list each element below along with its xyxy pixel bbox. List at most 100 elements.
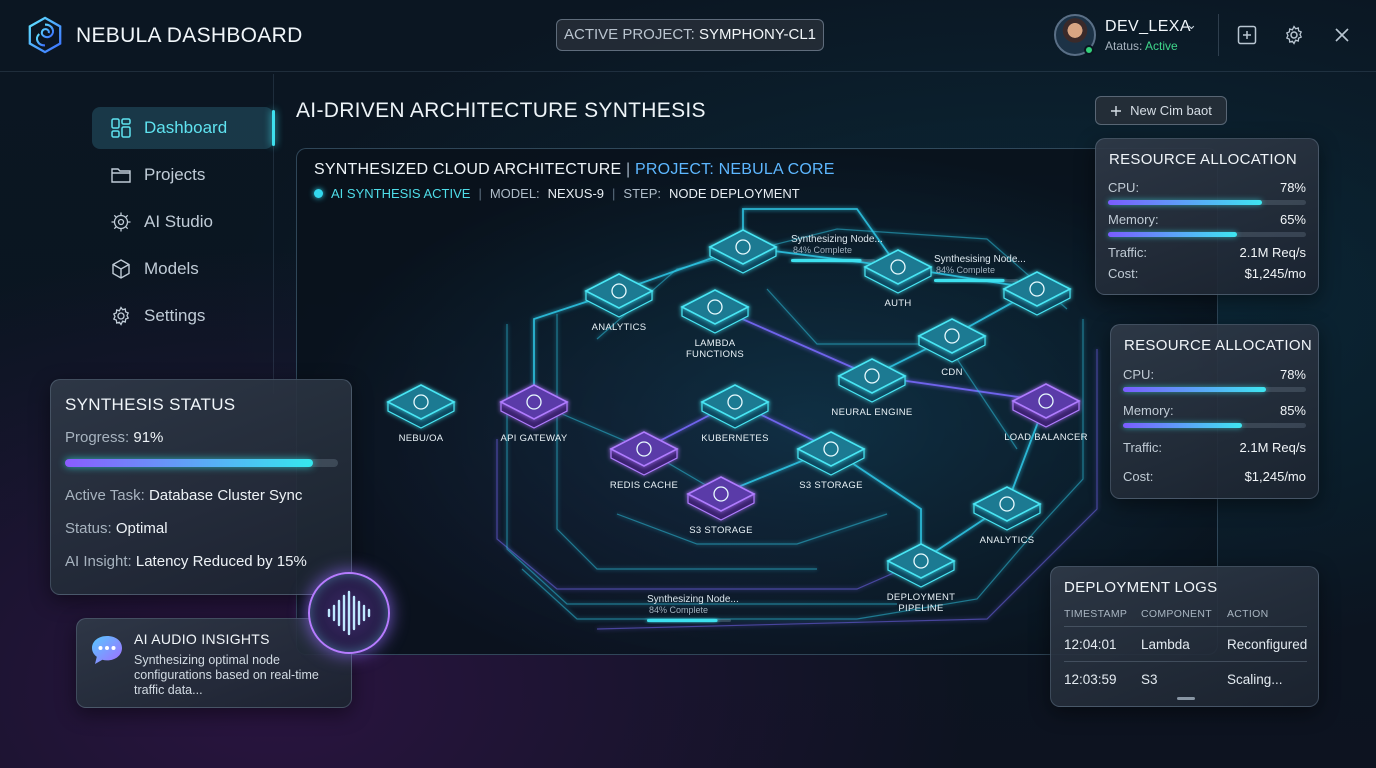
node-progress-tag: Synthesizing Node...84% Complete [791,234,883,262]
node-top[interactable] [708,229,778,274]
avatar[interactable] [1054,14,1096,56]
node-icon [823,441,839,457]
traffic-label: Traffic: [1108,245,1148,260]
node-label: ANALYTICS [980,535,1035,546]
progress-tag-subtitle: 84% Complete [649,605,708,615]
gear-icon[interactable] [1283,24,1305,46]
cube-icon [112,259,130,279]
step-label: STEP: [623,186,661,201]
dashboard-icon [111,118,131,138]
cpu-value: 78% [1279,180,1306,195]
new-button[interactable]: New Cim baot [1095,96,1227,125]
sidebar-item-ai-studio[interactable]: AI Studio [92,201,273,243]
voice-waveform-button[interactable] [308,572,390,654]
column-header-component: COMPONENT [1141,608,1212,620]
canvas-title: SYNTHESIZED CLOUD ARCHITECTURE [314,161,622,178]
cost-label: Cost: [1108,266,1139,281]
sidebar-item-models[interactable]: Models [92,248,273,290]
cpu-bar [1123,387,1306,392]
sidebar-item-label: Settings [144,306,206,325]
node-db[interactable] [1002,271,1072,316]
memory-label: Memory: [1123,403,1174,418]
resource-allocation-panel: RESOURCE ALLOCATION CPU: 78% Memory: 65%… [1095,138,1319,295]
progress-tag-fill [934,279,1005,282]
waveform-icon [327,590,371,636]
node-analytics2[interactable]: ANALYTICS [972,486,1042,546]
synthesis-status: AI SYNTHESIS ACTIVE [331,186,471,201]
close-icon[interactable] [1331,24,1353,46]
log-action: Scaling... [1227,672,1283,687]
log-timestamp: 12:03:59 [1064,672,1117,687]
memory-row: Memory: 85% [1123,403,1306,418]
resource-allocation-panel: RESOURCE ALLOCATION CPU: 78% Memory: 85%… [1110,324,1319,499]
node-label: CDN [941,367,962,378]
sidebar-divider [273,74,274,394]
node-nebuoa[interactable]: NEBU/OA [386,384,456,444]
connection-line [556,314,817,570]
log-component: Lambda [1141,637,1190,652]
app-title: NEBULA DASHBOARD [76,24,303,47]
node-label: KUBERNETES [701,433,768,444]
sidebar-item-settings[interactable]: Settings [92,295,273,337]
progress-tag-subtitle: 84% Complete [936,265,995,275]
connection-line [496,439,922,590]
progress-tag-title: Synthesizing Node... [791,234,883,245]
resize-handle[interactable] [1177,697,1195,700]
node-icon [944,328,960,344]
sidebar-item-projects[interactable]: Projects [92,154,273,196]
node-s3a[interactable]: S3 STORAGE [796,431,866,491]
node-kube[interactable]: KUBERNETES [700,384,770,444]
divider [1218,14,1219,56]
node-redis[interactable]: REDIS CACHE [609,431,679,491]
cost-row: Cost: $1,245/mo [1108,266,1306,281]
node-lb[interactable]: LOAD BALANCER [1004,383,1088,443]
new-button-label: New Cim baot [1130,103,1212,118]
traffic-row: Traffic: 2.1M Req/s [1123,440,1306,455]
node-neural[interactable]: NEURAL ENGINE [831,358,912,418]
chevron-down-icon[interactable]: ⌄ [1186,17,1197,32]
memory-row: Memory: 65% [1108,212,1306,227]
node-cdn[interactable]: CDN [917,318,987,378]
node-label: NEBU/OA [399,433,444,444]
progress-value: 91% [133,429,164,446]
username[interactable]: DEV_LEXA [1105,18,1191,35]
traffic-value: 2.1M Req/s [1239,440,1306,455]
user-status: Atatus: Active [1105,39,1178,53]
cpu-row: CPU: 78% [1108,180,1306,195]
user-status-label: Atatus: [1105,39,1143,53]
audio-insight-text: Synthesizing optimal node configurations… [134,653,319,697]
node-analytics1[interactable]: ANALYTICS [584,273,654,333]
task-label: Active Task: [65,487,145,504]
panel-title: AI AUDIO INSIGHTS [134,631,270,647]
cost-label: Cost: [1123,469,1154,484]
node-icon [611,283,627,299]
cpu-row: CPU: 78% [1123,367,1306,382]
node-s3b[interactable]: S3 STORAGE [686,476,756,536]
progress-tag-title: Synthesising Node... [934,254,1026,265]
insight-row: AI Insight: Latency Reduced by 15% [65,553,307,570]
node-auth[interactable]: AUTH [863,249,933,309]
memory-bar-fill [1108,232,1237,237]
canvas-separator: | [626,161,631,178]
cost-row: Cost: $1,245/mo [1123,469,1306,484]
traffic-row: Traffic: 2.1M Req/s [1108,245,1306,260]
node-label: REDIS CACHE [610,480,678,491]
deployment-logs-panel: DEPLOYMENT LOGS TIMESTAMP COMPONENT ACTI… [1050,566,1319,707]
add-window-icon[interactable] [1236,24,1258,46]
chat-bubble-icon [92,636,122,664]
sidebar-item-dashboard[interactable]: Dashboard [92,107,275,149]
progress-bar [65,459,338,467]
active-project-selector[interactable]: ACTIVE PROJECT: SYMPHONY-CL1 [556,19,824,51]
node-progress-tag: Synthesising Node...84% Complete [934,254,1026,282]
node-icon [727,394,743,410]
memory-bar-fill [1123,423,1242,428]
node-icon [913,553,929,569]
divider: | [478,186,482,201]
divider: | [612,186,616,201]
node-api[interactable]: API GATEWAY [499,384,569,444]
canvas-status-bar: AI SYNTHESIS ACTIVE | MODEL: NEXUS-9 | S… [314,186,800,201]
node-label: LAMBDA [695,338,736,349]
